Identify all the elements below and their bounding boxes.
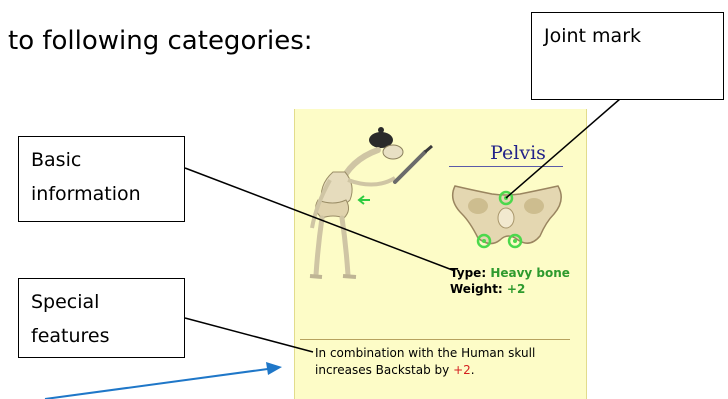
weight-row: Weight: +2 xyxy=(450,281,570,297)
green-arrow-icon xyxy=(359,196,370,204)
description-bonus: +2 xyxy=(453,363,471,377)
basic-info-label-line2: information xyxy=(31,177,184,211)
joint-mark-callout: Joint mark xyxy=(531,12,724,100)
description-text: In combination with the Human skull incr… xyxy=(315,346,535,377)
weight-value: +2 xyxy=(507,282,525,296)
weight-label: Weight: xyxy=(450,282,503,296)
pelvis-illustration xyxy=(453,186,562,244)
basic-info-stats: Type: Heavy bone Weight: +2 xyxy=(450,265,570,297)
basic-info-label-line1: Basic xyxy=(31,143,184,177)
description-end: . xyxy=(471,363,475,377)
type-label: Type: xyxy=(450,266,486,280)
special-label-line1: Special xyxy=(31,285,184,319)
special-label-line2: features xyxy=(31,319,184,353)
special-features-description: In combination with the Human skull incr… xyxy=(315,345,575,379)
description-divider xyxy=(300,339,570,340)
joint-mark-leader xyxy=(506,92,628,198)
special-features-callout: Special features xyxy=(18,278,185,358)
type-value: Heavy bone xyxy=(490,266,570,280)
basic-information-callout: Basic information xyxy=(18,136,185,222)
type-row: Type: Heavy bone xyxy=(450,265,570,281)
special-features-leader xyxy=(185,318,313,352)
joint-mark-label: Joint mark xyxy=(544,19,723,53)
pointer-arrow xyxy=(45,362,282,399)
